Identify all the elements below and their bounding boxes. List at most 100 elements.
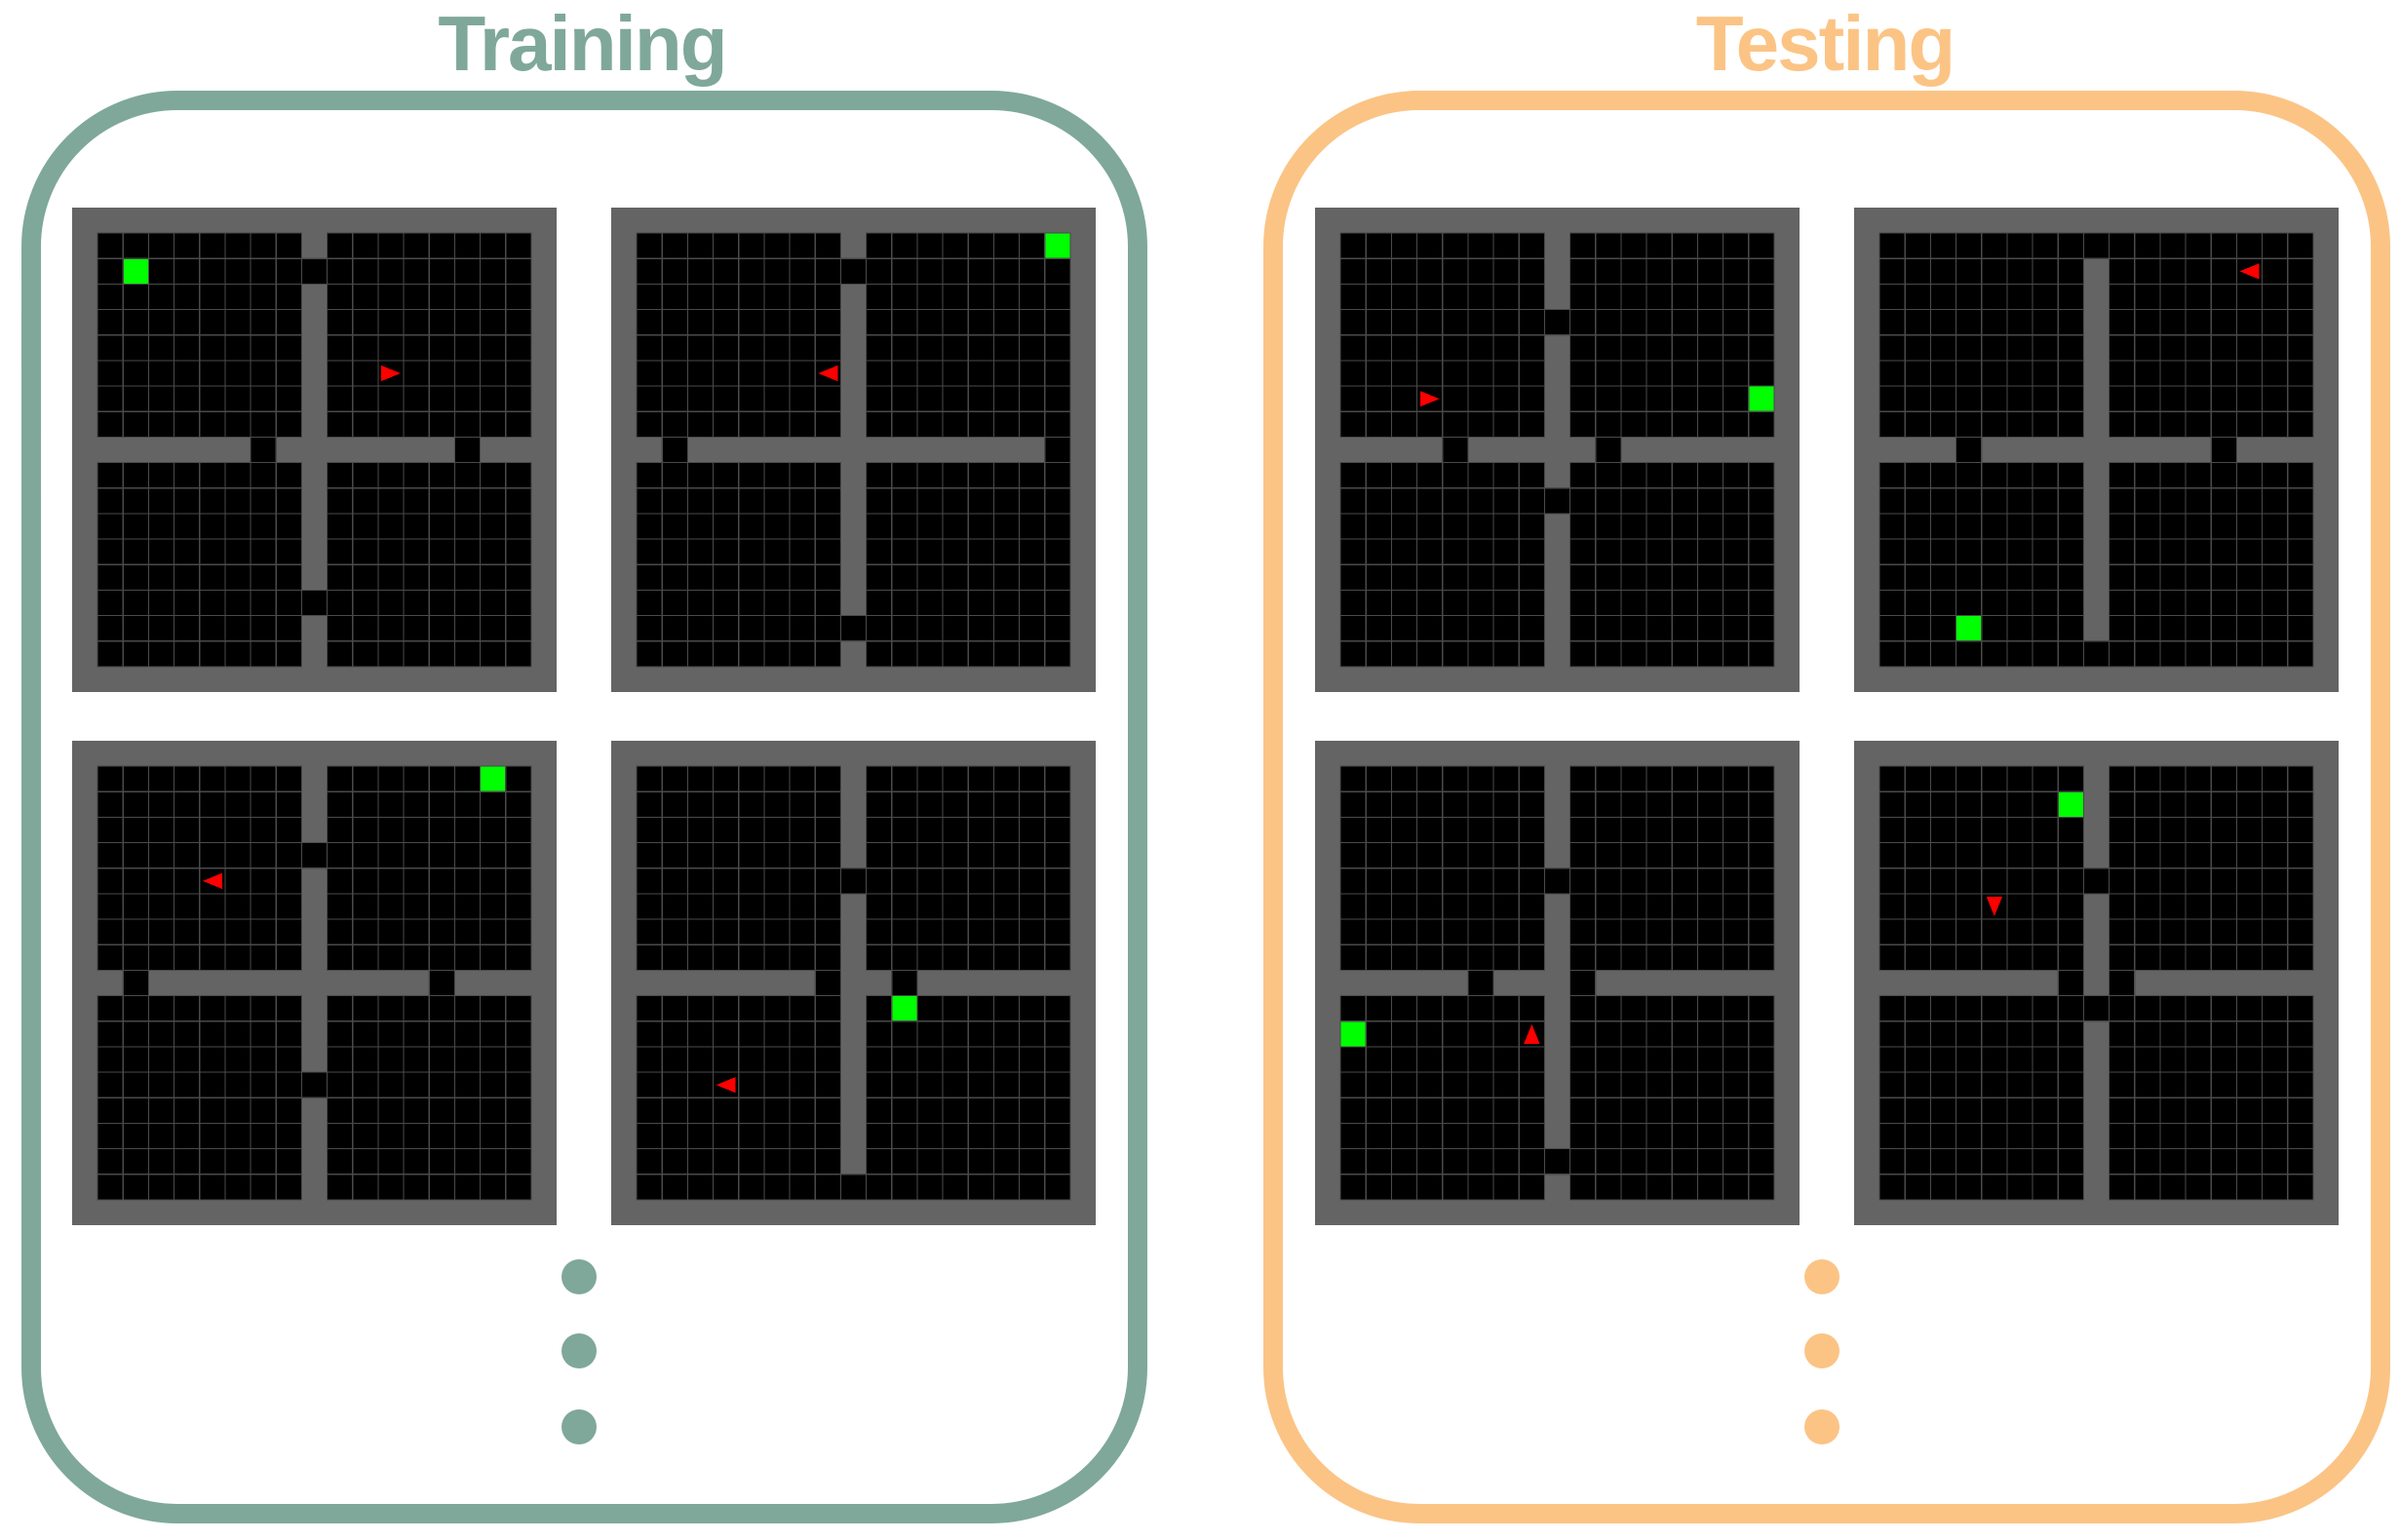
floor-cell [1981,283,2008,311]
floor-cell [713,385,740,412]
floor-cell [1981,513,2008,540]
floor-cell [1696,1122,1724,1150]
floor-cell [1956,309,1983,336]
floor-cell [1044,867,1071,895]
floor-cell [199,1097,226,1124]
floor-cell [275,257,303,286]
floor-cell [1646,360,1673,387]
floor-cell [352,943,379,972]
floor-cell [2006,1122,2033,1150]
floor-cell [789,257,816,286]
floor-cell [2235,487,2264,515]
floor-cell [1646,867,1673,895]
floor-cell [275,1174,303,1201]
floor-cell [1339,765,1367,792]
floor-cell [1442,842,1469,869]
floor-cell [942,816,969,844]
floor-cell [2032,1174,2059,1201]
floor-cell [992,1020,1021,1048]
floor-cell [2185,334,2212,362]
floor-cell [2235,943,2264,972]
floor-cell [453,867,482,895]
floor-cell [942,943,969,972]
floor-cell [1018,538,1046,565]
floor-cell [2134,790,2161,819]
floor-cell [1956,385,1983,412]
floor-cell [1044,994,1071,1022]
floor-cell [713,765,740,792]
floor-cell [1696,918,1724,945]
floor-cell [839,867,868,895]
floor-cell [1568,385,1597,412]
floor-cell [1620,640,1647,668]
floor-cell [1365,385,1393,412]
floor-cell [967,538,994,565]
floor-cell [916,893,944,920]
floor-cell [1339,867,1367,895]
floor-cell [942,283,969,311]
floor-cell [1671,513,1698,540]
floor-cell [505,867,532,895]
floor-cell [2185,918,2212,945]
floor-cell [224,918,252,945]
floor-cell [1339,309,1367,336]
floor-cell [1416,1020,1444,1048]
floor-cell [738,257,765,286]
floor-cell [891,563,918,591]
floor-cell [661,385,689,412]
floor-cell [453,334,482,362]
goal-cell [122,257,150,286]
floor-cell [1929,513,1957,540]
floor-cell [1696,994,1724,1022]
floor-cell [1646,410,1673,439]
floor-cell [865,385,893,412]
floor-cell [1595,918,1622,945]
floor-cell [122,487,150,515]
floor-cell [1442,994,1469,1022]
floor-cell [326,257,354,286]
floor-cell [377,765,405,792]
floor-cell [2261,538,2289,565]
floor-cell [1518,334,1546,362]
testing-frame [1263,91,2390,1523]
floor-cell [97,283,124,311]
floor-cell [2108,589,2136,617]
floor-cell [1467,994,1494,1022]
floor-cell [377,461,405,489]
floor-cell [865,232,893,259]
floor-cell [1956,816,1983,844]
floor-cell [97,867,124,895]
floor-cell [1365,589,1393,617]
floor-cell [2210,513,2237,540]
floor-cell [1568,513,1597,540]
floor-cell [1416,893,1444,920]
floor-cell [250,1071,277,1098]
floor-cell [1595,1122,1622,1150]
floor-cell [403,893,430,920]
floor-cell [122,283,150,311]
floor-cell [1044,893,1071,920]
floor-cell [1929,943,1957,972]
floor-cell [1878,1122,1906,1150]
floor-cell [1646,538,1673,565]
floor-cell [1620,1122,1647,1150]
floor-cell [2235,614,2264,642]
floor-cell [2032,842,2059,869]
floor-cell [916,1071,944,1098]
floor-cell [1568,487,1597,515]
floor-cell [2210,765,2237,792]
floor-cell [428,765,455,792]
floor-cell [122,563,150,591]
floor-cell [1981,765,2008,792]
floor-cell [2235,765,2264,792]
floor-cell [992,589,1021,617]
floor-cell [789,1046,816,1073]
floor-cell [2185,1147,2212,1175]
floor-cell [891,1046,918,1073]
floor-cell [403,816,430,844]
floor-cell [2108,1046,2136,1073]
floor-cell [1568,283,1597,311]
floor-cell [636,232,663,259]
floor-cell [2159,867,2187,895]
floor-cell [686,765,715,792]
